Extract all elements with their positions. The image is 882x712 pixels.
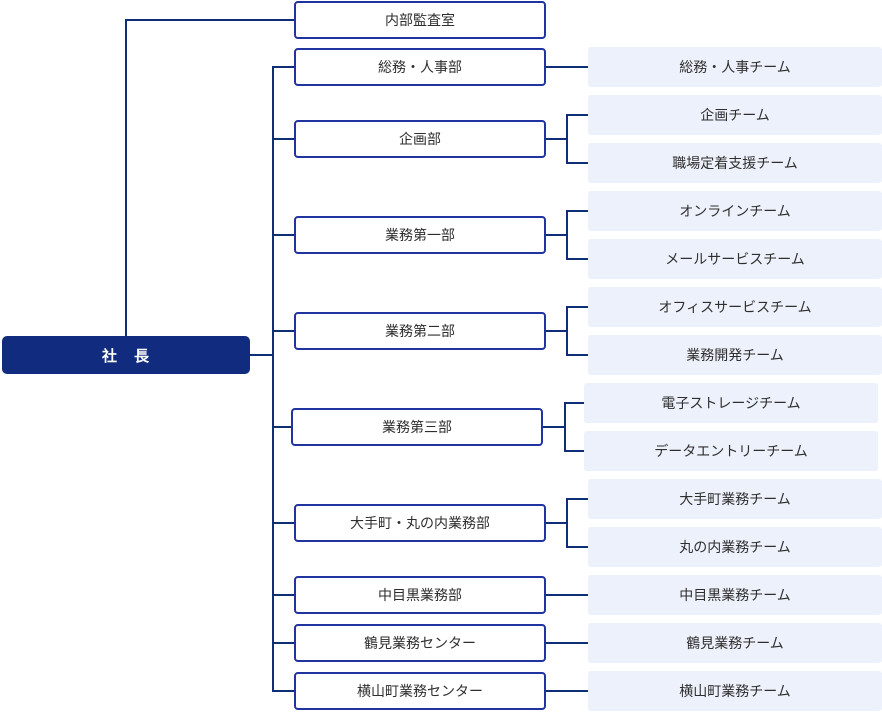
department-box-general-affairs-hr: 総務・人事部 [294, 48, 546, 86]
president-label: 社 長 [101, 347, 150, 365]
connector [566, 114, 588, 116]
department-box-otemachi-marunouchi: 大手町・丸の内業務部 [294, 504, 546, 542]
department-box-operations-3: 業務第三部 [291, 408, 543, 446]
connector [564, 402, 566, 452]
department-label: 中目黒業務部 [378, 587, 462, 603]
connector [564, 450, 584, 452]
team-label: 総務・人事チーム [679, 59, 791, 75]
team-label: オフィスサービスチーム [658, 299, 812, 315]
team-label: 鶴見業務チーム [686, 635, 784, 651]
connector [566, 258, 588, 260]
department-label: 内部監査室 [385, 12, 455, 28]
connector [566, 498, 588, 500]
department-box-operations-2: 業務第二部 [294, 312, 546, 350]
team-box: 職場定着支援チーム [588, 143, 882, 183]
team-box: 鶴見業務チーム [588, 623, 882, 663]
department-label: 鶴見業務センター [364, 635, 476, 651]
department-box-yokoyamacho-center: 横山町業務センター [294, 672, 546, 710]
connector [125, 19, 294, 21]
team-label: 職場定着支援チーム [672, 155, 798, 171]
team-box: 企画チーム [588, 95, 882, 135]
connector [546, 690, 588, 692]
department-box-operations-1: 業務第一部 [294, 216, 546, 254]
connector [566, 306, 588, 308]
team-label: 中目黒業務チーム [679, 587, 791, 603]
department-label: 大手町・丸の内業務部 [350, 515, 490, 531]
connector [566, 210, 588, 212]
team-box: 横山町業務チーム [588, 671, 882, 711]
team-box: 大手町業務チーム [588, 479, 882, 519]
department-label: 横山町業務センター [357, 683, 483, 699]
connector [272, 642, 294, 644]
team-box: オフィスサービスチーム [588, 287, 882, 327]
team-label: 大手町業務チーム [679, 491, 791, 507]
team-label: 業務開発チーム [686, 347, 784, 363]
connector [543, 426, 564, 428]
team-label: データエントリーチーム [654, 443, 808, 459]
connector [546, 234, 566, 236]
team-box: メールサービスチーム [588, 239, 882, 279]
connector [272, 330, 294, 332]
connector [272, 426, 291, 428]
connector [566, 162, 588, 164]
connector [546, 642, 588, 644]
team-box: 業務開発チーム [588, 335, 882, 375]
team-box: 中目黒業務チーム [588, 575, 882, 615]
connector [566, 546, 588, 548]
connector [546, 138, 566, 140]
president-box: 社 長 [2, 336, 250, 374]
connector [546, 66, 588, 68]
connector [566, 114, 568, 164]
department-label: 業務第一部 [385, 227, 455, 243]
team-label: オンラインチーム [679, 203, 791, 219]
department-label: 企画部 [399, 131, 441, 147]
team-box: データエントリーチーム [584, 431, 878, 471]
connector [272, 234, 294, 236]
team-label: 電子ストレージチーム [661, 395, 801, 411]
connector [546, 330, 566, 332]
connector [546, 522, 566, 524]
connector [272, 66, 294, 68]
department-box-tsurumi-center: 鶴見業務センター [294, 624, 546, 662]
connector [272, 522, 294, 524]
team-box: 総務・人事チーム [588, 47, 882, 87]
department-box-nakameguro: 中目黒業務部 [294, 576, 546, 614]
connector [564, 402, 584, 404]
connector [125, 19, 127, 336]
connector [272, 66, 274, 692]
connector [566, 306, 568, 356]
department-box-planning: 企画部 [294, 120, 546, 158]
team-label: 丸の内業務チーム [679, 539, 791, 555]
connector [272, 594, 294, 596]
connector [250, 354, 272, 356]
connector [272, 690, 294, 692]
department-label: 総務・人事部 [378, 59, 462, 75]
connector [272, 138, 294, 140]
connector [566, 498, 568, 548]
team-box: オンラインチーム [588, 191, 882, 231]
department-label: 業務第三部 [382, 419, 452, 435]
connector [566, 354, 588, 356]
team-label: 横山町業務チーム [679, 683, 791, 699]
team-label: メールサービスチーム [665, 251, 805, 267]
department-box-internal-audit: 内部監査室 [294, 1, 546, 39]
department-label: 業務第二部 [385, 323, 455, 339]
team-label: 企画チーム [700, 107, 770, 123]
connector [566, 210, 568, 260]
team-box: 丸の内業務チーム [588, 527, 882, 567]
connector [546, 594, 588, 596]
team-box: 電子ストレージチーム [584, 383, 878, 423]
